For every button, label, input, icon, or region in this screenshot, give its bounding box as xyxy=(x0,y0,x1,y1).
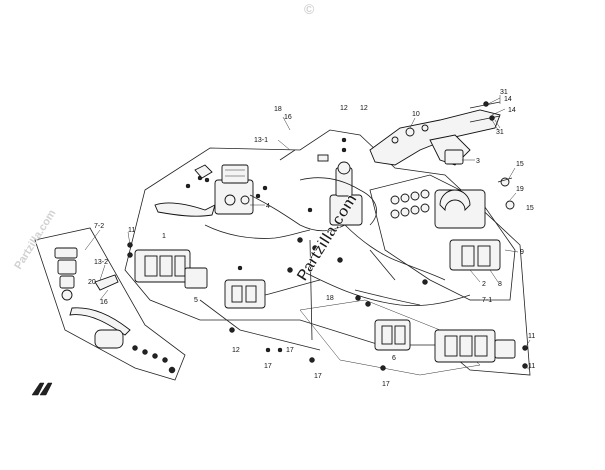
callout-31-lower: 31 xyxy=(496,129,504,136)
callout-10: 10 xyxy=(412,111,420,118)
watermarks: Partzilla.com Partzilla.com © xyxy=(12,1,361,284)
front-brake-lever-assembly xyxy=(154,164,268,217)
callout-17-c: 17 xyxy=(382,381,390,388)
callout-leaders xyxy=(84,97,531,371)
callout-11-right-top: 11 xyxy=(528,333,535,340)
callout-12-lower: 12 xyxy=(232,347,240,354)
callout-13-2: 13-2 xyxy=(94,259,108,266)
callout-12-left: 12 xyxy=(340,105,348,112)
callout-16-left: 16 xyxy=(100,299,108,306)
callout-15-lower: 15 xyxy=(526,205,534,212)
callout-9: 9 xyxy=(520,249,524,256)
callout-6: 6 xyxy=(392,355,396,362)
rear-right-caliper-assembly xyxy=(434,329,528,369)
callout-4: 4 xyxy=(266,203,270,210)
front-right-caliper-assembly xyxy=(224,279,411,351)
callout-19: 19 xyxy=(516,186,524,193)
brake-hose-kit-left xyxy=(54,247,176,374)
callout-31-top: 31 xyxy=(500,89,508,96)
callout-3: 3 xyxy=(476,158,480,165)
callout-18-center: 18 xyxy=(326,295,334,302)
callout-20: 20 xyxy=(88,279,96,286)
callout-7-1: 7-1 xyxy=(482,297,492,304)
callout-12-right: 12 xyxy=(360,105,368,112)
callout-17-d: 17 xyxy=(286,347,294,354)
watermark-corner-mark: © xyxy=(304,1,315,17)
callout-8: 8 xyxy=(498,281,502,288)
callout-11-right-bottom: 11 xyxy=(528,363,535,370)
callout-14-second: 14 xyxy=(508,107,516,114)
callout-17-b: 17 xyxy=(314,373,322,380)
brake-lines xyxy=(199,149,471,371)
callout-7-2: 7-2 xyxy=(94,223,104,230)
front-left-caliper-assembly xyxy=(127,242,208,289)
callout-2: 2 xyxy=(482,281,486,288)
callout-labels: 31 14 14 10 31 12 12 16 18 13-1 3 15 19 … xyxy=(88,89,535,388)
callout-18-top: 18 xyxy=(274,106,282,113)
rear-caliper-assembly xyxy=(390,177,515,271)
assembly-outlines xyxy=(34,129,531,381)
callout-15-top: 15 xyxy=(516,161,524,168)
watermark-main: Partzilla.com xyxy=(294,191,361,284)
watermark-corner-left: Partzilla.com xyxy=(12,207,58,271)
callout-5: 5 xyxy=(194,297,198,304)
callout-11-left: 11 xyxy=(128,227,135,234)
callout-17-a: 17 xyxy=(264,363,272,370)
callout-16-top: 16 xyxy=(284,114,292,121)
callout-14-top: 14 xyxy=(504,96,512,103)
callout-13-1: 13-1 xyxy=(254,137,268,144)
callout-1: 1 xyxy=(162,233,166,240)
front-direction-arrow-icon xyxy=(31,382,53,396)
parking-brake-lever-assembly xyxy=(369,95,501,166)
